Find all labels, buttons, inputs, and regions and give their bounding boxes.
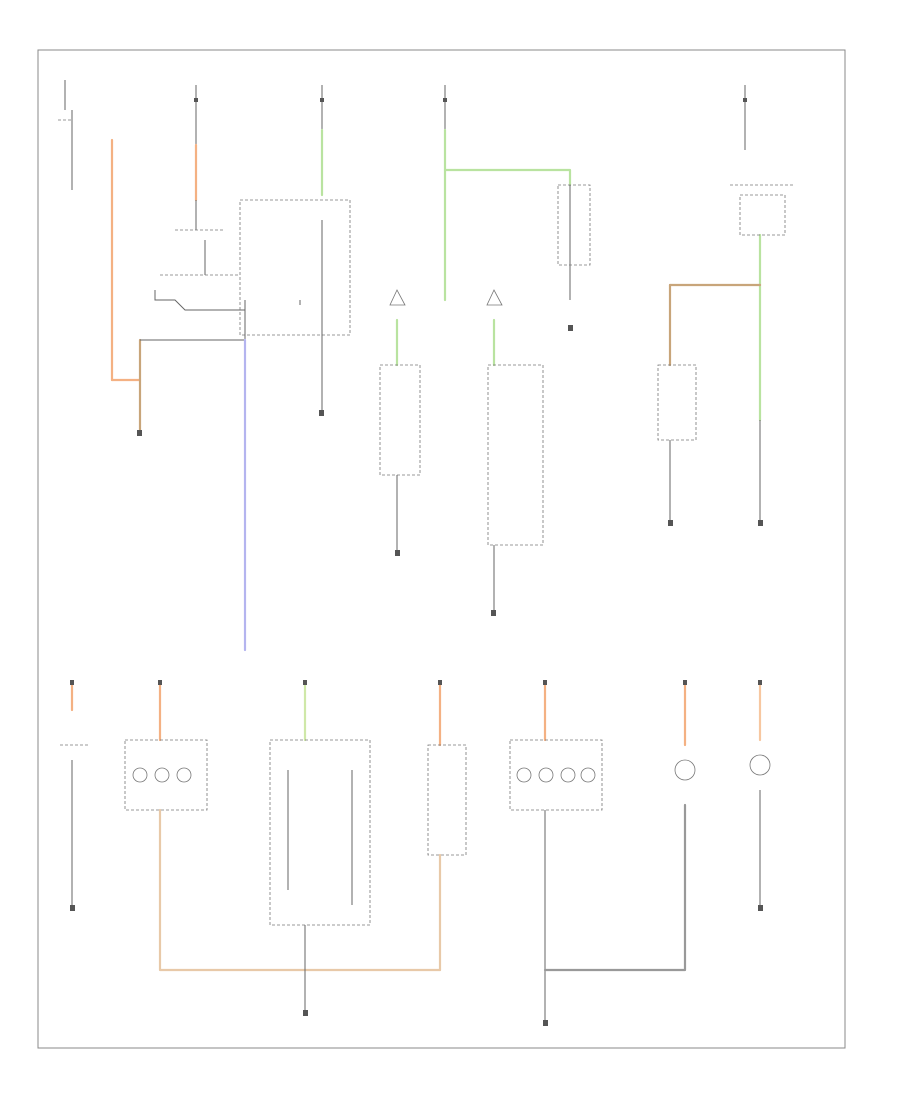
connector-left-heater [379, 289, 421, 556]
wire-tan-bottom [158, 808, 442, 972]
connector-right-heater [486, 289, 544, 616]
bottom-lamp-cluster-1 [124, 683, 442, 972]
bottom-lamp-right-1 [674, 683, 696, 781]
fuse-4-circuit [657, 85, 795, 526]
top-left-circuit [58, 80, 245, 436]
bottom-module-center [269, 683, 371, 1016]
bottom-switch-right-center [427, 683, 467, 972]
terminal-ticks [70, 680, 762, 685]
wire-gray-bottom [543, 803, 687, 972]
fuse-1-circuit [154, 85, 245, 311]
bottom-lamp-right-2 [749, 683, 771, 911]
ground-terminal-left [137, 430, 142, 436]
wire-green-branch [443, 168, 572, 187]
fuse-2-circuit [319, 85, 324, 416]
bottom-lamp-cluster-2 [509, 683, 687, 1026]
bottom-lamp-left [60, 683, 90, 911]
illumination-module [239, 199, 351, 340]
fuse-3-circuit [443, 85, 591, 331]
diagram-frame [37, 49, 846, 1049]
